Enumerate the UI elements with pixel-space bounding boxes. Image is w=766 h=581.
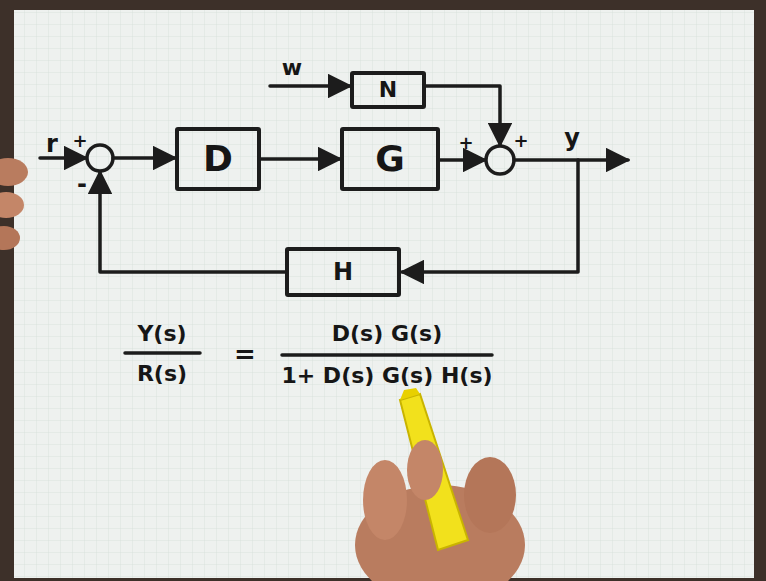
feedback-wire (402, 160, 578, 272)
feedback-block: H (285, 247, 401, 297)
formula-denominator: 1+ D(s) G(s) H(s) (281, 365, 492, 387)
controller-block: D (175, 127, 261, 191)
equals-sign: = (234, 341, 256, 367)
block-label: G (375, 141, 405, 177)
input-signal: r (46, 132, 58, 156)
hand-illustration (0, 158, 525, 581)
formula-numerator: D(s) G(s) (332, 323, 442, 345)
fraction-bar (282, 353, 492, 357)
transfer-numerator: Y(s) (137, 323, 186, 345)
fraction-bar (125, 351, 200, 355)
summing-junction (87, 145, 113, 171)
signal-wire (440, 158, 485, 162)
disturbance-wire (270, 84, 350, 88)
summing-junction (486, 146, 514, 174)
disturbance-block: N (350, 71, 426, 109)
paper-sheet (14, 10, 754, 578)
transfer-denominator: R(s) (137, 363, 187, 385)
grid-paper (14, 10, 754, 578)
sign-mark: + (513, 132, 528, 150)
block-label: N (379, 79, 397, 101)
signal-wire (113, 156, 175, 160)
plant-block: G (340, 127, 440, 191)
signal-connector (261, 157, 340, 161)
block-label: H (333, 260, 353, 284)
sign-mark: + (458, 134, 473, 152)
input-wire (40, 156, 86, 160)
sign-mark: + (72, 132, 87, 150)
block-label: D (203, 141, 233, 177)
disturbance-signal: w (282, 57, 302, 79)
output-signal: y (564, 126, 580, 150)
output-wire (514, 158, 628, 162)
sign-mark: - (77, 172, 87, 196)
